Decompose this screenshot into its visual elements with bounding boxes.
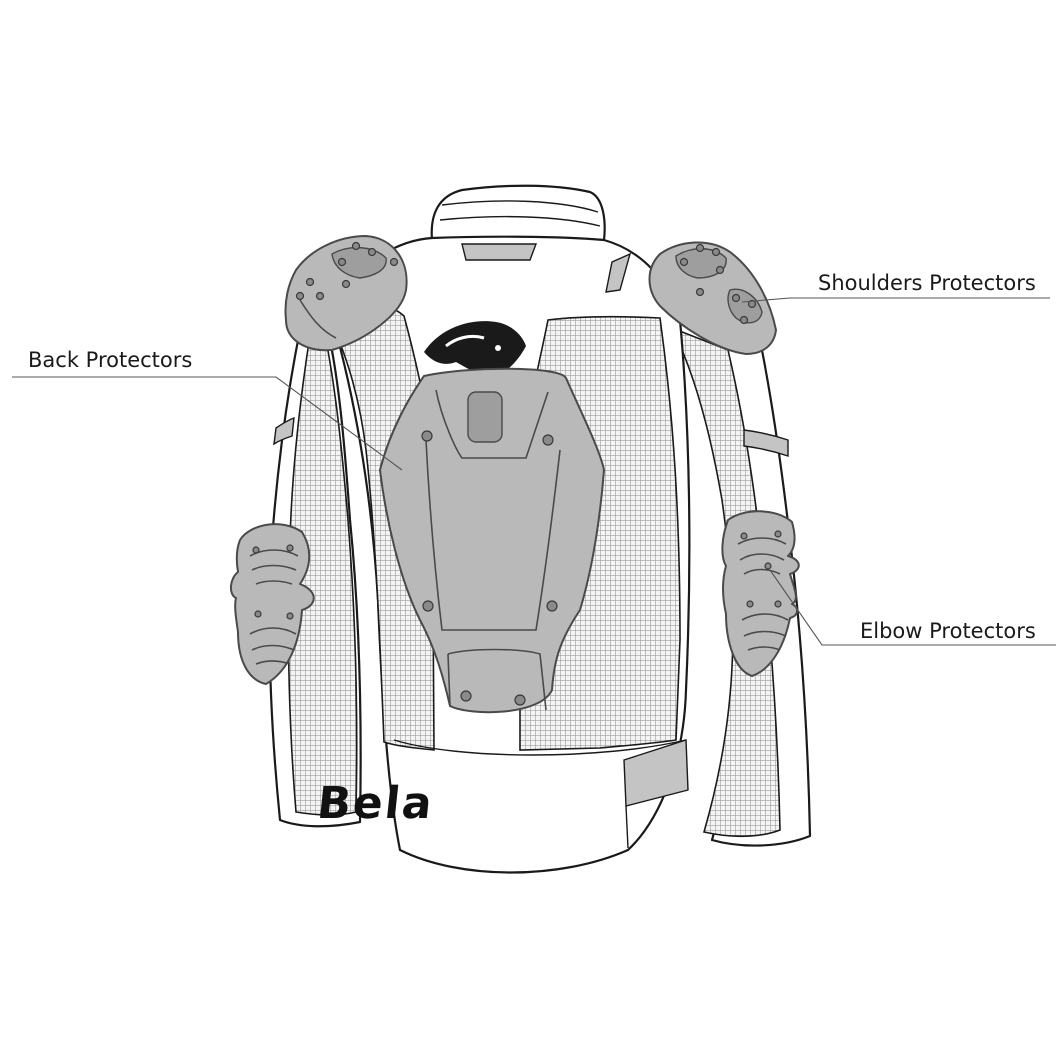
back-protector [379,367,605,714]
right-sleeve-band [743,429,789,457]
right-shoulder-stripe [605,252,632,293]
back-protector-tab [467,391,503,443]
back-leader [12,376,403,471]
right-shoulder-protector [648,241,777,355]
shoulders-leader [741,297,1050,303]
label-shoulders-protectors: Shoulders Protectors [818,271,1036,295]
left-shoulder-protector [284,235,408,352]
right-waist-strap [623,739,689,807]
elbow-leader [769,569,1056,646]
callouts [12,297,1056,646]
brand-wordmark: Bela [315,778,436,829]
shoulder-yoke-accent [461,243,538,261]
left-sleeve-mesh [287,333,358,816]
label-elbow-protectors: Elbow Protectors [860,619,1036,643]
collar [430,184,606,242]
left-elbow-protector [230,523,315,685]
right-elbow-protector [721,510,800,677]
label-back-protectors: Back Protectors [28,348,192,372]
bear-logo-icon [424,321,526,377]
waist-band [393,739,687,756]
left-sleeve-band [273,416,295,446]
